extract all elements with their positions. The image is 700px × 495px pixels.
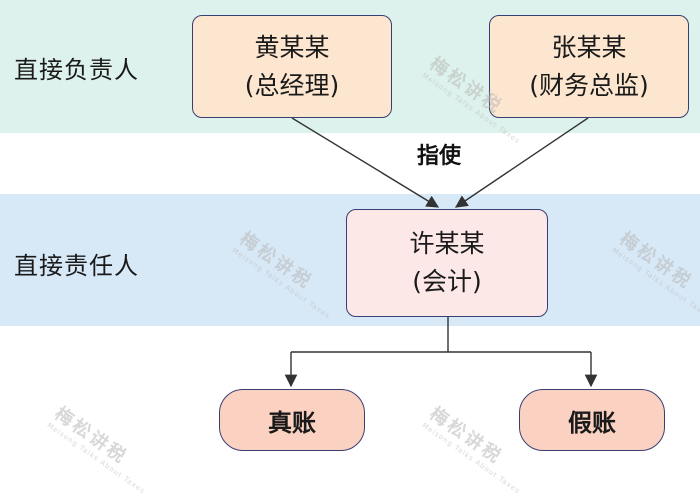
direct-responsible-label: 直接责任人 [14, 252, 139, 280]
node-zhang: 张某某 (财务总监) [489, 15, 689, 118]
direct-supervisor-label: 直接负责人 [14, 56, 139, 84]
edge-label-instigate: 指使 [417, 144, 462, 169]
node-huang-name: 黄某某 [254, 32, 330, 62]
node-zhang-role: (财务总监) [529, 70, 649, 100]
outcome-fake-books: 假账 [519, 389, 665, 451]
arrow-zhang-to-xu [454, 117, 589, 208]
connector-lines [284, 117, 598, 388]
outcome-real-books: 真账 [219, 389, 365, 451]
arrow-huang-to-xu [291, 117, 440, 208]
node-xu-role: (会计) [412, 267, 482, 296]
node-huang-role: (总经理) [244, 70, 340, 100]
node-huang: 黄某某 (总经理) [192, 15, 392, 118]
node-xu-name: 许某某 [409, 229, 485, 258]
node-zhang-name: 张某某 [551, 32, 627, 62]
node-xu: 许某某 (会计) [346, 209, 548, 317]
